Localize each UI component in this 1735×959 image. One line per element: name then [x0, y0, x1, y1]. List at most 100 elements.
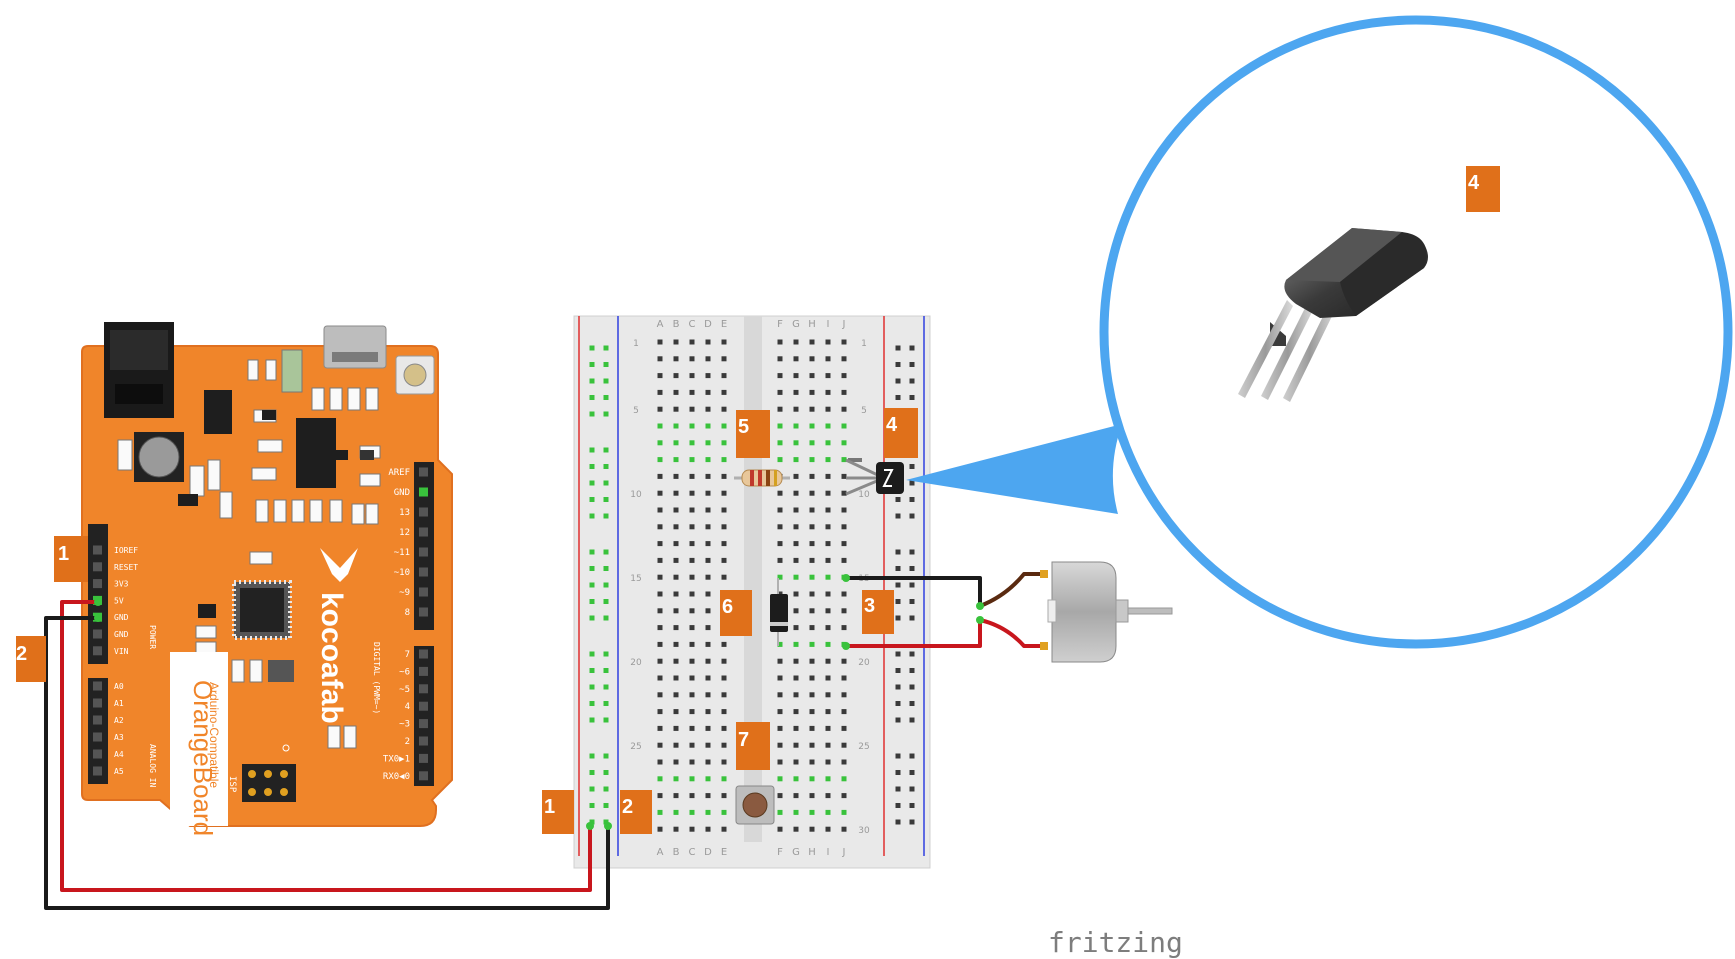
breadboard-hole	[657, 339, 663, 345]
breadboard-hole	[721, 507, 727, 513]
breadboard-hole	[825, 389, 831, 395]
breadboard-hole	[825, 692, 831, 698]
breadboard-hole	[721, 373, 727, 379]
digital-pin-label: AREF	[388, 468, 410, 478]
rail-hole	[603, 345, 609, 351]
breadboard-hole	[841, 591, 847, 597]
rail-hole	[603, 701, 609, 706]
breadboard-hole	[673, 440, 679, 446]
breadboard-hole	[793, 793, 799, 799]
breadboard-hole	[689, 692, 695, 698]
digital-pin-hole	[419, 684, 428, 694]
analog-pin-hole	[93, 766, 102, 776]
power-pin-label: IOREF	[114, 546, 138, 555]
breadboard-hole	[657, 423, 663, 429]
breadboard-hole	[673, 692, 679, 698]
rail-hole	[909, 480, 915, 486]
rail-hole	[589, 513, 595, 519]
breadboard-column-label: B	[673, 847, 680, 858]
breadboard-hole	[777, 389, 783, 395]
rail-hole	[895, 668, 901, 673]
rail-hole	[603, 362, 609, 367]
breadboard-hole	[841, 675, 847, 681]
rail-hole	[909, 786, 915, 792]
breadboard-hole	[673, 524, 679, 530]
rail-hole	[895, 378, 901, 384]
breadboard-hole	[721, 759, 727, 765]
rail-hole	[895, 615, 901, 621]
rail-hole	[895, 497, 901, 502]
breadboard-hole	[777, 658, 783, 664]
rail-hole	[589, 803, 595, 808]
breadboard-hole	[673, 356, 679, 362]
digital-pin-hole	[419, 487, 428, 497]
breadboard-hole	[721, 809, 727, 815]
breadboard-hole	[809, 742, 815, 748]
analog-pin-label: A0	[114, 682, 124, 691]
breadboard-hole	[657, 742, 663, 748]
breadboard-hole	[657, 356, 663, 362]
breadboard-column-label: E	[721, 319, 727, 330]
breadboard-column-label: G	[792, 319, 800, 330]
rail-hole	[895, 786, 901, 792]
power-pin-label: VIN	[114, 647, 129, 656]
rail-hole	[895, 717, 901, 723]
board-subtitle: Arduino-Compatible	[207, 682, 221, 788]
breadboard-column-label: A	[657, 847, 664, 858]
breadboard-hole	[705, 373, 711, 379]
analog-pin-hole	[93, 749, 102, 759]
usb-connector-icon	[323, 325, 387, 369]
pushbutton-icon	[735, 785, 775, 825]
rail-hole	[603, 786, 609, 792]
breadboard-hole	[809, 591, 815, 597]
rail-hole	[589, 615, 595, 621]
breadboard-column-label: H	[808, 847, 816, 858]
breadboard-hole	[673, 490, 679, 496]
rail-hole	[909, 362, 915, 367]
digital-pin-hole	[419, 771, 428, 781]
breadboard-hole	[841, 709, 847, 715]
breadboard-hole	[809, 557, 815, 563]
breadboard-hole	[657, 809, 663, 815]
breadboard-hole	[793, 759, 799, 765]
breadboard-hole	[825, 339, 831, 345]
svg-text:1: 1	[544, 796, 555, 818]
breadboard-hole	[705, 658, 711, 664]
breadboard-hole	[689, 625, 695, 631]
wire-motor-red	[846, 622, 982, 648]
breadboard-column-label: C	[689, 847, 696, 858]
breadboard-hole	[657, 507, 663, 513]
breadboard-hole	[657, 625, 663, 631]
breadboard-hole	[705, 389, 711, 395]
breadboard-hole	[721, 524, 727, 530]
analog-pin-label: A5	[114, 767, 124, 776]
badge-button: 7	[736, 722, 770, 770]
breadboard-hole	[841, 457, 847, 463]
breadboard-hole	[777, 641, 783, 647]
rail-hole	[603, 651, 609, 657]
breadboard-hole	[689, 776, 695, 782]
breadboard-hole	[793, 473, 799, 479]
reset-button-icon	[395, 355, 435, 395]
breadboard-hole	[793, 339, 799, 345]
breadboard-hole	[841, 473, 847, 479]
breadboard-hole	[705, 759, 711, 765]
motor-icon	[1040, 561, 1173, 663]
power-header	[88, 524, 108, 664]
breadboard-hole	[793, 406, 799, 412]
breadboard-hole	[673, 742, 679, 748]
breadboard-column-label: I	[827, 319, 830, 330]
rail-hole	[603, 464, 609, 469]
rail-hole	[909, 684, 915, 690]
rail-hole	[895, 566, 901, 571]
breadboard-hole	[689, 793, 695, 799]
breadboard-hole	[777, 826, 783, 832]
breadboard-hole	[777, 776, 783, 782]
analog-pin-label: A2	[114, 716, 124, 725]
rail-hole	[603, 668, 609, 673]
breadboard-hole	[657, 675, 663, 681]
power-header-label: POWER	[148, 625, 157, 649]
rail-hole	[909, 701, 915, 706]
rail-hole	[895, 753, 901, 759]
